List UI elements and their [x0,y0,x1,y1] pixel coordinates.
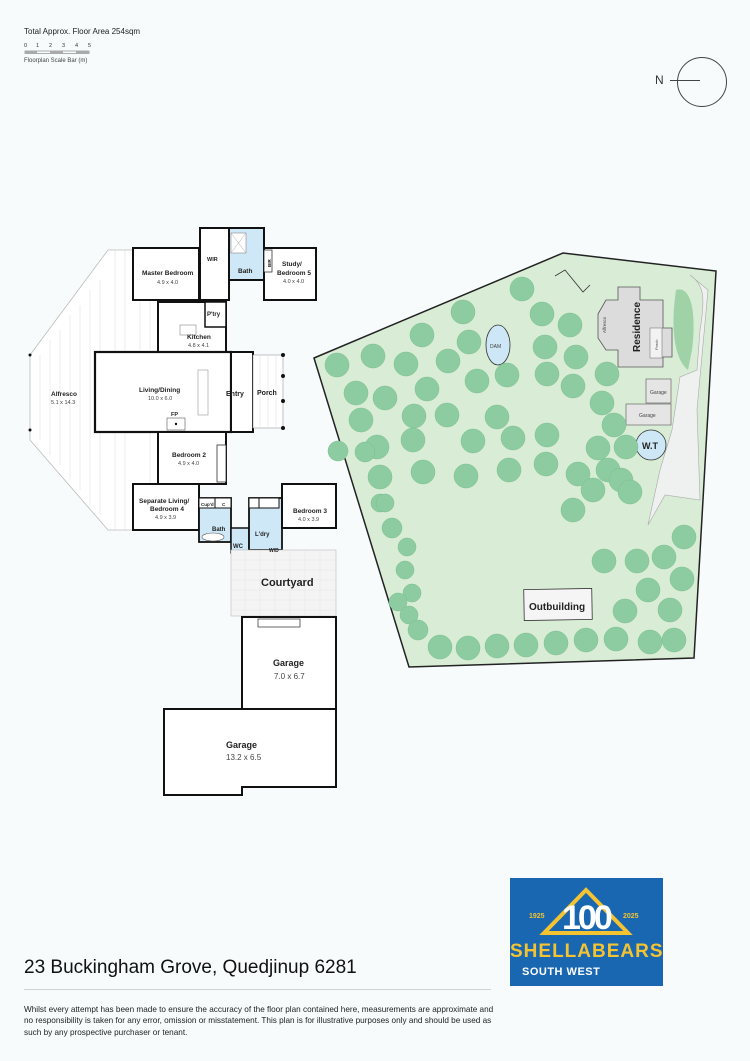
svg-text:2: 2 [49,43,52,49]
svg-text:4.0 x 4.0: 4.0 x 4.0 [283,279,304,285]
svg-text:Garage: Garage [650,390,667,396]
logo-subtitle: SOUTH WEST [522,966,601,978]
svg-text:BIR: BIR [267,259,272,268]
logo-anniversary-number: 100 [562,899,613,937]
compass-needle [670,80,700,82]
svg-text:4.9 x 4.0: 4.9 x 4.0 [178,461,199,467]
svg-text:Kitchen: Kitchen [187,334,211,341]
svg-text:Garage: Garage [639,413,656,419]
svg-text:Alfresco: Alfresco [602,316,607,333]
total-floor-area: Total Approx. Floor Area 254sqm [24,27,141,36]
svg-text:Residence: Residence [632,302,643,352]
svg-text:7.0 x 6.7: 7.0 x 6.7 [274,672,305,681]
floor-and-site-plan: Residence Alfresco Porch Garage Garage W… [28,227,717,796]
svg-text:0: 0 [24,43,27,49]
svg-text:W/D: W/D [269,548,279,554]
svg-text:WC: WC [233,544,244,550]
svg-text:FP: FP [171,412,178,418]
svg-text:4.9 x 3.9: 4.9 x 3.9 [155,515,176,521]
svg-text:4.9 x 4.0: 4.9 x 4.0 [157,280,178,286]
svg-text:WIR: WIR [207,257,218,263]
svg-text:Master Bedroom: Master Bedroom [142,270,194,277]
svg-text:W.T: W.T [642,441,658,451]
svg-text:Alfresco: Alfresco [51,391,77,398]
scale-bar-label: Floorplan Scale Bar (m) [24,58,88,64]
floor-plan [28,227,337,796]
shellabears-logo: 1925 100 2025 SHELLABEARS SOUTH WEST [510,878,663,986]
svg-text:5.1 x 14.3: 5.1 x 14.3 [51,400,75,406]
logo-year-start: 1925 [529,913,545,920]
svg-text:Study/: Study/ [282,261,302,268]
room-labels: Master Bedroom 4.9 x 4.0 WIR Bath BIR St… [51,257,327,762]
svg-text:Courtyard: Courtyard [261,577,314,589]
svg-text:Bedroom 4: Bedroom 4 [150,506,184,513]
svg-text:3: 3 [62,43,65,49]
disclaimer-text: Whilst every attempt has been made to en… [24,1005,494,1037]
svg-text:C: C [222,502,226,507]
svg-text:5: 5 [88,43,91,49]
svg-text:L'dry: L'dry [255,532,270,538]
logo-year-end: 2025 [623,913,639,920]
site-plan: Residence Alfresco Porch Garage Garage W… [313,252,717,668]
svg-text:Bath: Bath [238,268,252,275]
svg-text:Bedroom 3: Bedroom 3 [293,508,327,515]
property-address: 23 Buckingham Grove, Quedjinup 6281 [24,957,357,978]
svg-text:10.0 x 6.0: 10.0 x 6.0 [148,396,172,402]
svg-text:Bath: Bath [212,527,226,533]
north-label: N [655,73,664,87]
svg-text:4.8 x 4.1: 4.8 x 4.1 [188,343,209,349]
svg-text:Porch: Porch [257,390,277,397]
svg-text:Cup'd: Cup'd [201,502,214,507]
svg-text:13.2 x 6.5: 13.2 x 6.5 [226,753,262,762]
svg-text:DAM: DAM [490,344,501,350]
logo-brand-name: SHELLABEARS [510,941,664,962]
svg-text:Garage: Garage [273,658,304,668]
svg-text:4.0 x 3.9: 4.0 x 3.9 [298,517,319,523]
footer-divider [24,989,491,990]
scale-bar: 0 1 2 3 4 5 [24,43,91,54]
svg-text:4: 4 [75,43,78,49]
svg-text:Living/Dining: Living/Dining [139,387,180,394]
svg-text:1: 1 [36,43,39,49]
triangle-icon [539,887,633,935]
svg-text:Outbuilding: Outbuilding [529,602,585,613]
compass-icon [677,57,727,107]
svg-text:Garage: Garage [226,740,257,750]
svg-text:Separate Living/: Separate Living/ [139,498,189,505]
svg-text:Bedroom 2: Bedroom 2 [172,452,206,459]
svg-text:Bedroom 5: Bedroom 5 [277,270,311,277]
tree-icons [324,276,697,661]
svg-text:Entry: Entry [226,391,244,398]
svg-text:P'try: P'try [207,312,221,318]
svg-text:Porch: Porch [654,340,659,350]
